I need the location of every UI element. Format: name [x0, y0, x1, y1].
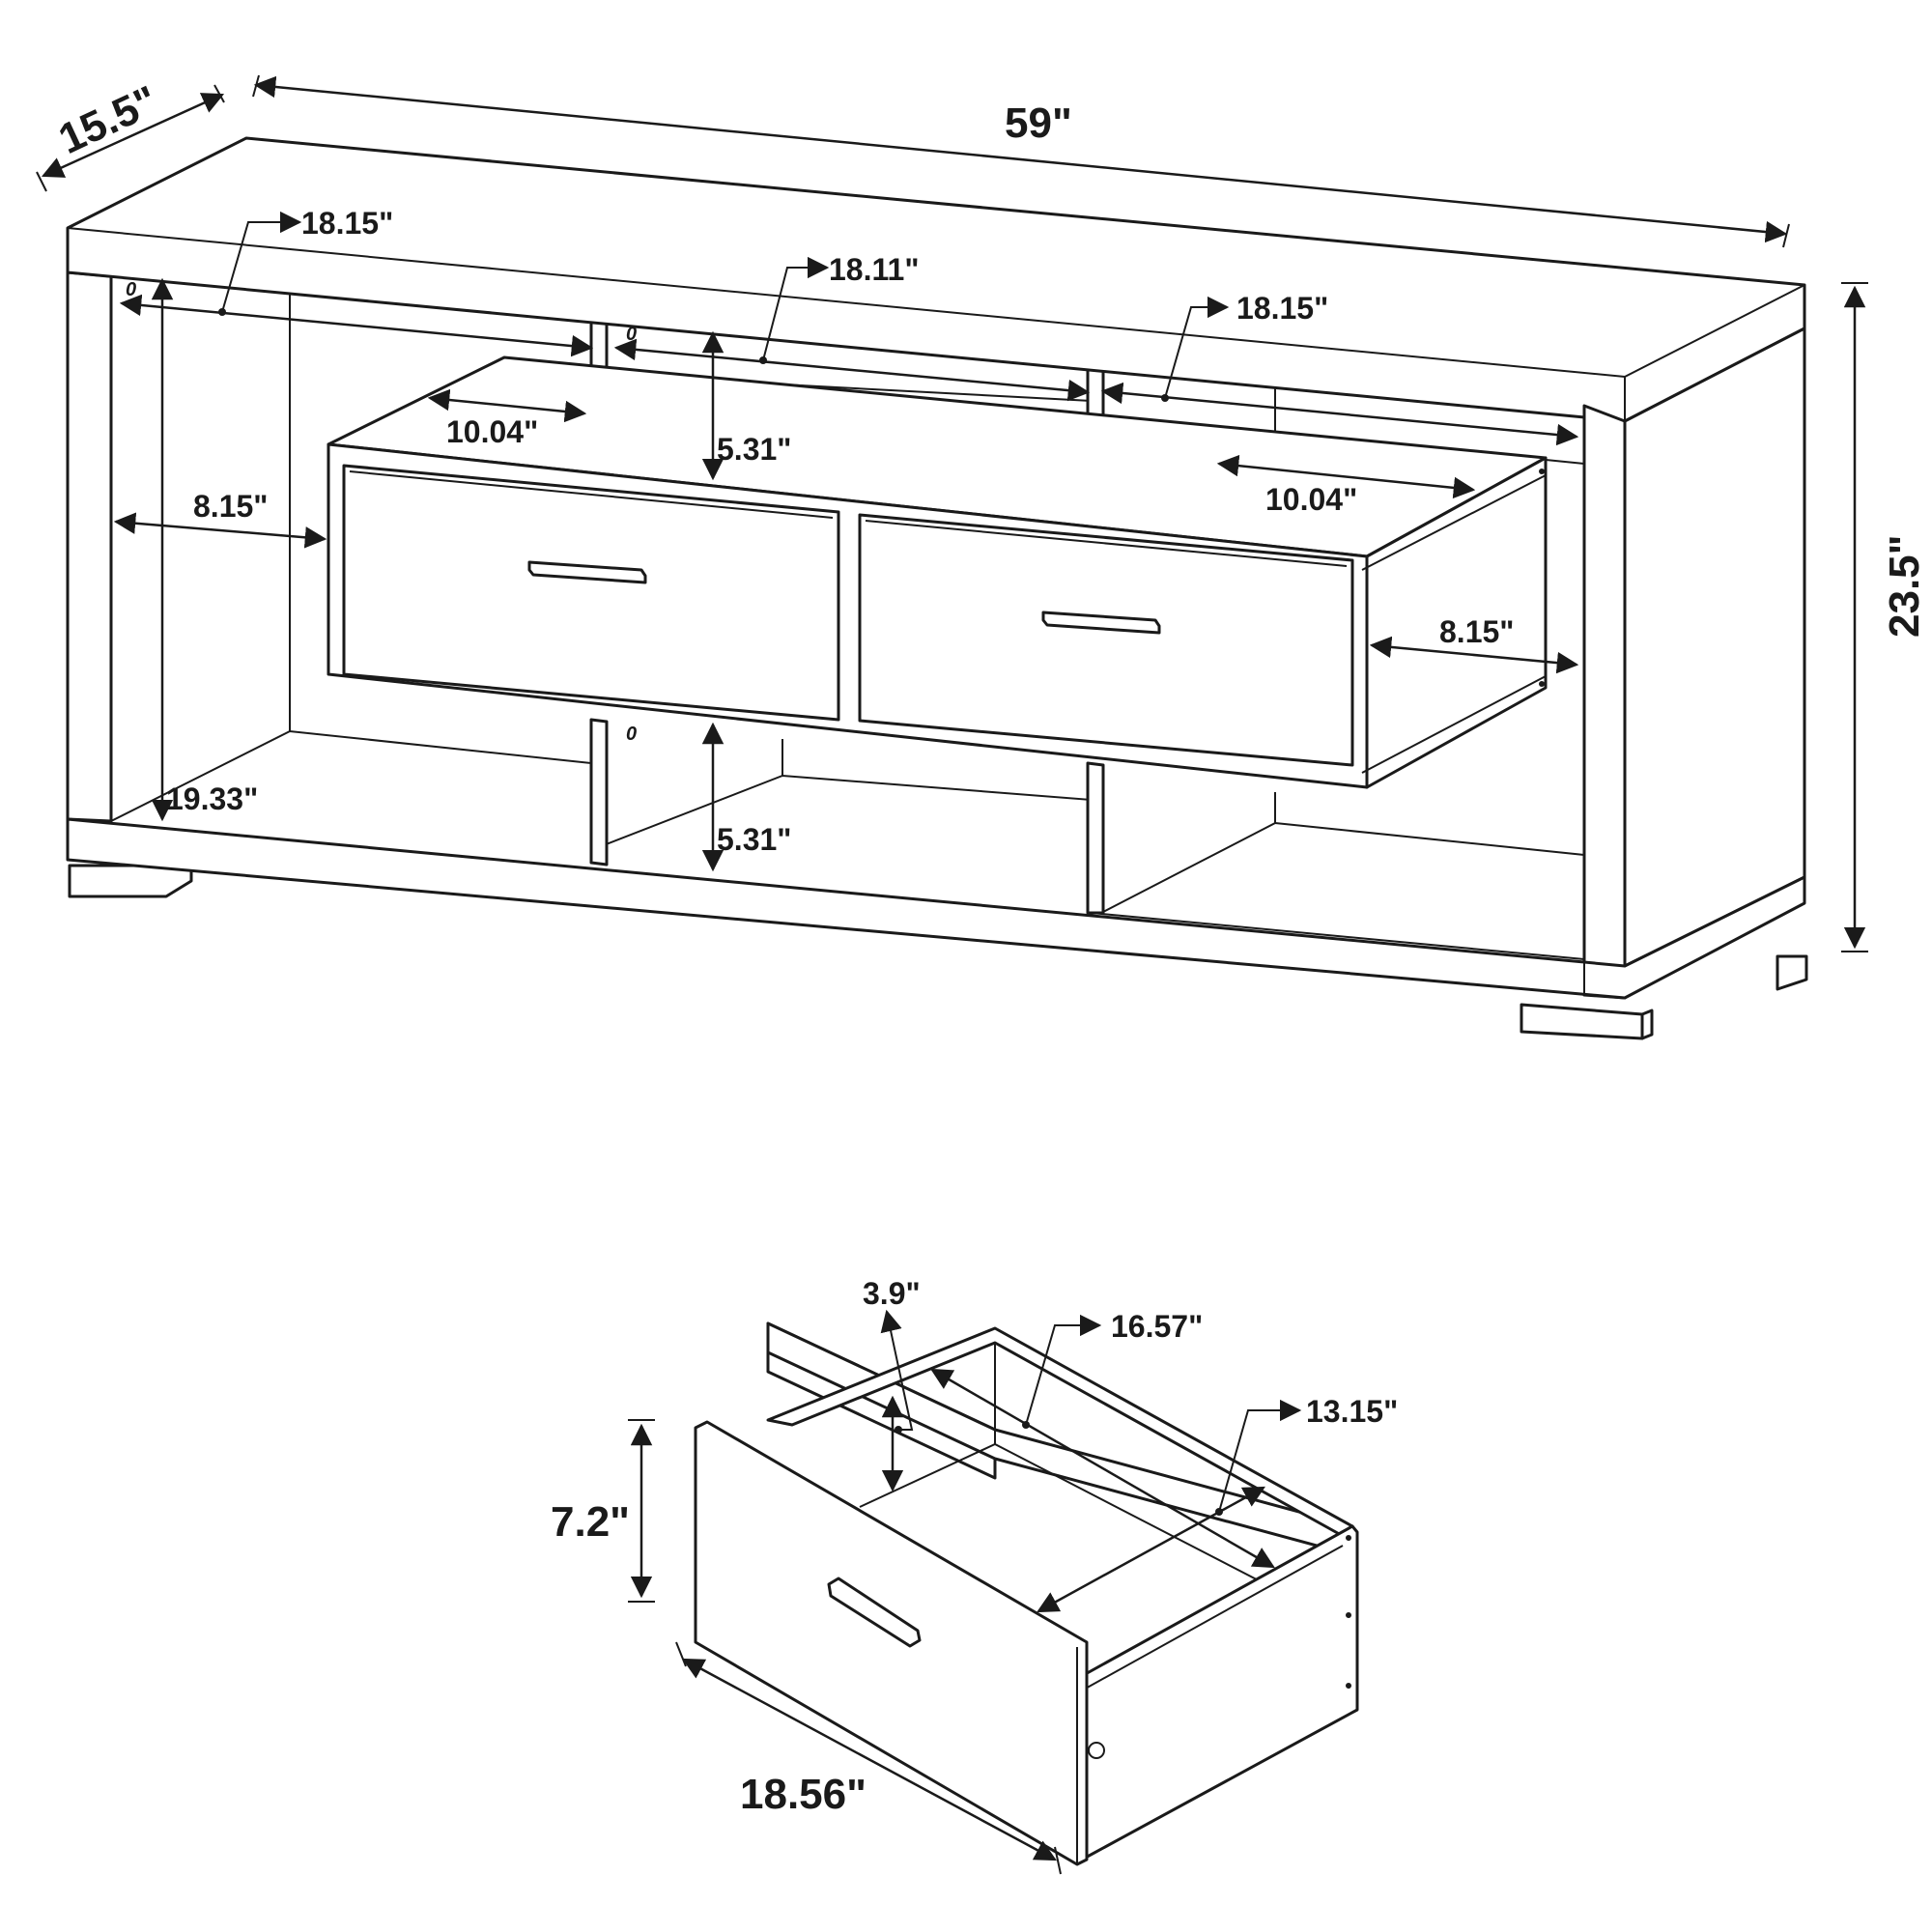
- inner-height-label: 19.33": [166, 781, 258, 816]
- zero-mark: 0: [626, 324, 637, 345]
- center-shelf-width-label: 18.11": [829, 252, 919, 287]
- right-side-panel: [1582, 404, 1627, 1000]
- drawer-front-height-label: 7.2": [551, 1498, 630, 1546]
- bottom-slab: [66, 817, 1806, 1000]
- drawer-right-side: [1080, 1524, 1359, 1861]
- drawer-side-height-label: 3.9": [863, 1276, 921, 1311]
- upper-center-height-label: 5.31": [717, 432, 791, 467]
- back-right-foot: [1776, 954, 1808, 991]
- stand-dimension-lines: [36, 74, 1868, 952]
- right-side-gap-label: 8.15": [1439, 614, 1514, 649]
- height-label: 23.5": [1881, 535, 1928, 639]
- drawer-front-width-label: 18.56": [740, 1771, 867, 1818]
- right-drawer-front: [858, 513, 1354, 767]
- drawer-inner-depth-label: 16.57": [1111, 1309, 1203, 1344]
- right-drawer-handle: [1041, 611, 1161, 635]
- right-upper-depth-label: 10.04": [1265, 482, 1357, 517]
- left-side-panel: [66, 270, 113, 823]
- left-shelf-width-label: 18.15": [301, 206, 393, 241]
- drawer-dimension-lines: [628, 1309, 1302, 1875]
- left-upper-depth-label: 10.04": [446, 414, 538, 449]
- lower-center-height-label: 5.31": [717, 822, 791, 857]
- left-drawer-handle: [527, 560, 647, 584]
- left-side-gap-label: 8.15": [193, 489, 268, 524]
- zero-mark: 0: [126, 279, 136, 300]
- depth-label: 15.5": [52, 77, 165, 163]
- width-label: 59": [1005, 99, 1072, 147]
- zero-mark: 0: [626, 724, 637, 745]
- left-drawer-front: [342, 464, 840, 722]
- drawer-inner-width-label: 13.15": [1306, 1394, 1398, 1429]
- drawer-screw: [1088, 1742, 1105, 1759]
- front-right-foot: [1520, 1003, 1644, 1040]
- right-shelf-width-label: 18.15": [1236, 291, 1328, 326]
- drawer-front-handle: [827, 1577, 922, 1648]
- tv-stand: [66, 136, 1808, 1040]
